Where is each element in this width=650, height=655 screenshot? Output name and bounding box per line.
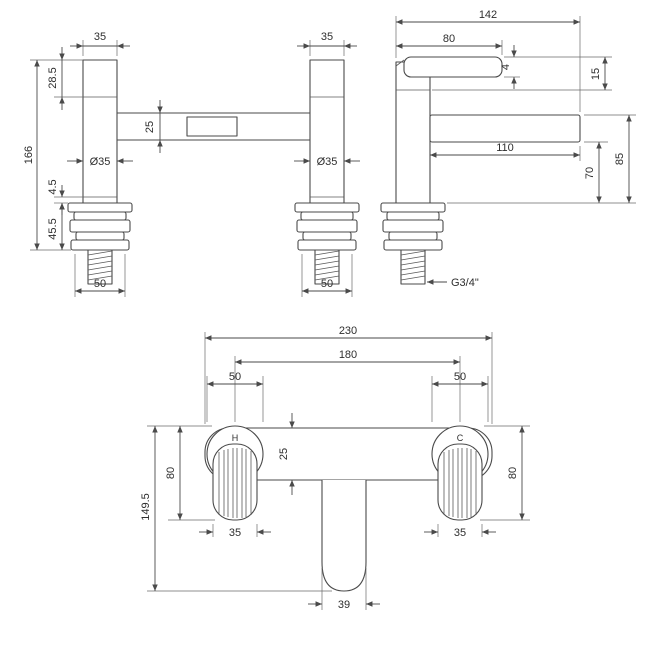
dim-label: 25 <box>144 121 156 133</box>
spout-profile <box>429 114 581 143</box>
dim-label: 180 <box>339 349 357 361</box>
dim-label: 4 <box>500 64 512 70</box>
dim-front-diameter-right: Ø35 <box>294 156 360 168</box>
dim-label: 15 <box>590 68 602 80</box>
dim-label: 142 <box>479 9 497 21</box>
cold-indicator-label: C <box>457 433 464 443</box>
grip-knurl-lines <box>218 448 252 518</box>
dim-side-spout-top-height: 85 <box>447 114 636 204</box>
dim-plan-handle-length-left: 80 <box>147 425 215 521</box>
side-view: 142 80 4 15 110 70 <box>380 9 636 289</box>
washer <box>380 202 446 213</box>
front-view: 35 35 28.5 25 166 <box>23 31 360 297</box>
dim-label: 166 <box>23 146 35 164</box>
cold-grip <box>437 443 483 521</box>
dim-plan-body-depth: 25 <box>278 413 295 495</box>
callout-thread-size: G3/4" <box>427 277 479 289</box>
dim-front-bar-height: 25 <box>144 100 163 153</box>
dim-label: 50 <box>321 278 333 290</box>
dim-label: 4.5 <box>47 179 59 194</box>
dim-plan-overall-width: 230 <box>204 325 493 424</box>
dim-label: G3/4" <box>451 277 479 289</box>
locknut <box>382 219 444 233</box>
dim-side-spout-reach: 110 <box>430 142 581 161</box>
washer <box>388 231 438 241</box>
lever-joint-line <box>395 59 405 67</box>
dim-front-base-width-left: 50 <box>74 254 126 297</box>
dim-plan-escutcheon-left: 50 <box>206 371 264 422</box>
dim-label: 50 <box>94 278 106 290</box>
dim-label: 230 <box>339 325 357 337</box>
dim-front-diameter-left: Ø35 <box>67 156 133 168</box>
dim-side-lever-thickness: 4 <box>500 45 612 89</box>
dim-front-handle-width-left: 35 <box>70 31 130 56</box>
left-handle-body <box>82 59 118 204</box>
dim-label: 35 <box>454 527 466 539</box>
dim-side-overall-depth: 142 <box>395 9 581 112</box>
dim-label: 110 <box>496 142 514 154</box>
dim-front-base-stack-height: 45.5 <box>47 203 65 250</box>
dim-label: 50 <box>454 371 466 383</box>
dim-label: 70 <box>584 167 596 179</box>
washer <box>297 239 357 251</box>
dim-plan-escutcheon-right: 50 <box>431 371 489 422</box>
valve-body <box>395 61 431 204</box>
spout-mount-detail <box>186 116 238 137</box>
plan-view: H C 230 180 50 50 25 <box>140 325 530 611</box>
dim-label: 80 <box>443 33 455 45</box>
right-handle-body <box>309 59 345 204</box>
dim-label: 35 <box>229 527 241 539</box>
dim-plan-overall-projection: 149.5 <box>140 426 332 592</box>
thread-hatch <box>87 250 113 281</box>
dim-label: 28.5 <box>47 67 59 88</box>
dim-label: 80 <box>507 467 519 479</box>
dim-label: 35 <box>94 31 106 43</box>
dim-label: 39 <box>338 599 350 611</box>
hot-grip <box>212 443 258 521</box>
washer <box>302 231 352 241</box>
washer <box>75 231 125 241</box>
dim-label: Ø35 <box>90 156 111 168</box>
locknut <box>296 219 358 233</box>
dim-label: 25 <box>278 448 290 460</box>
spout-plan-outline <box>321 480 367 592</box>
dim-front-handle-height: 28.5 <box>30 47 83 110</box>
dim-plan-handle-centres: 180 <box>234 349 461 422</box>
locknut <box>69 219 131 233</box>
dim-label: 45.5 <box>47 218 59 239</box>
dim-label: 35 <box>321 31 333 43</box>
dim-label: 149.5 <box>140 493 152 521</box>
dim-plan-spout-width: 39 <box>308 568 380 611</box>
dim-label: 50 <box>229 371 241 383</box>
dim-side-spout-underside-height: 70 <box>584 141 608 203</box>
hot-indicator-label: H <box>232 433 239 443</box>
washer <box>294 202 360 213</box>
washer <box>383 239 443 251</box>
washer <box>73 211 127 221</box>
washer <box>300 211 354 221</box>
dim-label: Ø35 <box>317 156 338 168</box>
dim-plan-handle-width-right: 35 <box>424 524 496 539</box>
thread-hatch <box>400 250 426 281</box>
grip-knurl-lines <box>443 448 477 518</box>
side-base-stack <box>380 202 446 285</box>
washer <box>67 202 133 213</box>
right-base-stack <box>294 202 360 285</box>
dim-side-lever-reach: 80 <box>396 33 503 55</box>
dim-front-overall-height: 166 <box>23 60 71 251</box>
washer <box>70 239 130 251</box>
dim-plan-handle-length-right: 80 <box>480 425 530 521</box>
thread-hatch <box>314 250 340 281</box>
dim-front-handle-width-right: 35 <box>297 31 357 56</box>
dim-plan-handle-width-left: 35 <box>199 524 271 539</box>
dim-label: 80 <box>165 467 177 479</box>
washer <box>386 211 440 221</box>
dim-label: 85 <box>614 153 626 165</box>
dim-front-base-width-right: 50 <box>301 254 353 297</box>
lever-handle <box>403 56 503 78</box>
dim-side-lever-rise: 15 <box>432 57 612 91</box>
left-base-stack <box>67 202 133 285</box>
